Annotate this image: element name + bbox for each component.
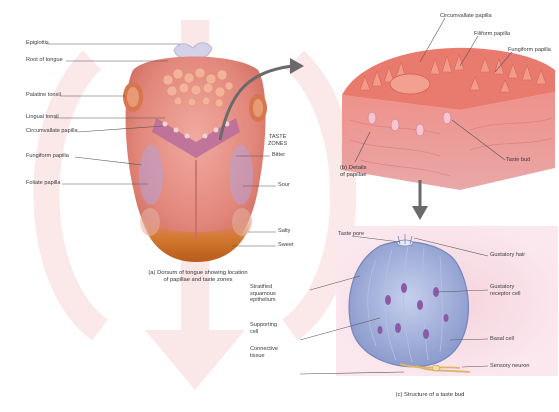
label-fungiform-papilla-b: Fungiform papilla: [508, 47, 551, 54]
label-sour: Sour: [278, 182, 290, 189]
label-fungiform-papilla: Fungiform papilla: [26, 153, 69, 160]
label-taste-pore: Taste pore: [338, 231, 364, 238]
label-supporting-cell: Supporting cell: [250, 322, 277, 335]
tongue-illustration: [123, 43, 267, 262]
label-epiglottis: Epiglottis: [26, 40, 49, 47]
label-gustatory-receptor-cell: Gustatory receptor cell: [490, 284, 520, 297]
caption-a: (a) Dorsum of tongue showing location of…: [118, 270, 278, 284]
caption-b: (b) Details of papillae: [340, 165, 380, 179]
caption-c: (c) Structure of a taste bud: [370, 392, 490, 399]
label-circumvallate-papilla-b: Circumvallate papilla: [440, 13, 492, 20]
label-stratified-squamous-epithelium: Stratified squamous epithelium: [250, 284, 276, 304]
label-connective-tissue: Connective tissue: [250, 346, 278, 359]
label-basal-cell: Basal cell: [490, 336, 514, 343]
label-foliate-papilla: Foliate papilla: [26, 180, 61, 187]
label-taste-bud: Taste bud: [506, 157, 530, 164]
label-circumvallate-papilla: Circumvallate papilla: [26, 128, 78, 135]
taste-bud-illustration: [336, 226, 558, 376]
label-taste-zones: TASTE ZONES: [268, 134, 287, 147]
label-salty: Salty: [278, 228, 290, 235]
label-lingual-tonsil: Lingual tonsil: [26, 114, 59, 121]
label-filiform-papilla: Filiform papilla: [474, 31, 510, 38]
label-bitter: Bitter: [272, 152, 285, 159]
label-gustatory-hair: Gustatory hair: [490, 252, 525, 259]
label-sensory-neuron: Sensory neuron: [490, 363, 530, 370]
label-root-of-tongue: Root of tongue: [26, 57, 63, 64]
label-palatine-tonsil: Palatine tonsil: [26, 92, 61, 99]
label-sweet: Sweet: [278, 242, 294, 249]
